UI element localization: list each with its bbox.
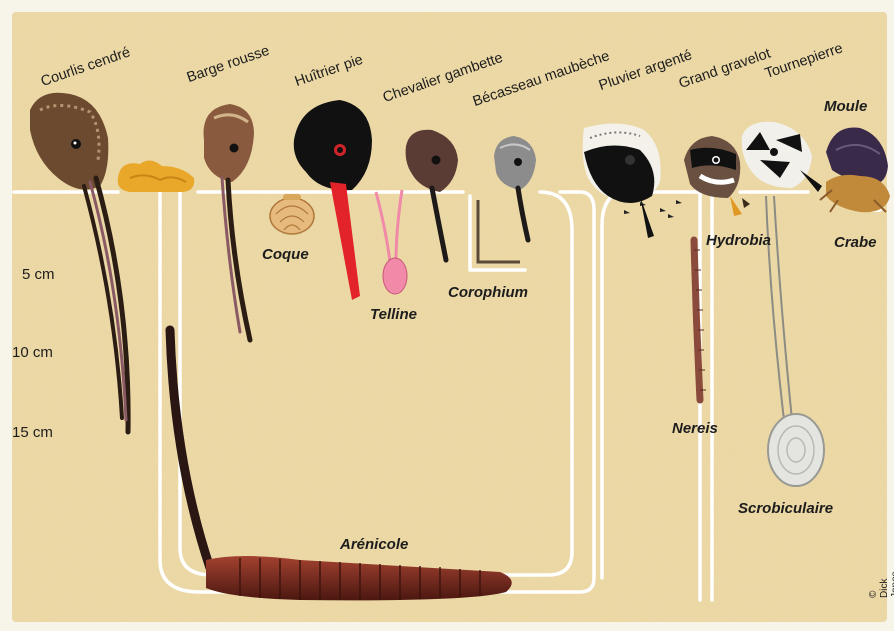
prey-label-crabe: Crabe: [834, 234, 877, 251]
prey-label-coque: Coque: [262, 246, 309, 263]
depth-label-15cm: 15 cm: [12, 424, 53, 441]
prey-label-nereis: Nereis: [672, 420, 718, 437]
prey-label-scrobiculaire: Scrobiculaire: [738, 500, 833, 517]
prey-label-arenicole: Arénicole: [340, 536, 408, 553]
prey-label-hydrobia: Hydrobia: [706, 232, 771, 249]
depth-label-10cm: 10 cm: [12, 344, 53, 361]
prey-label-corophium: Corophium: [448, 284, 528, 301]
credit: © Dick Jones: [868, 571, 894, 598]
prey-label-moule: Moule: [824, 98, 867, 115]
depth-label-5cm: 5 cm: [22, 266, 55, 283]
prey-label-telline: Telline: [370, 306, 417, 323]
